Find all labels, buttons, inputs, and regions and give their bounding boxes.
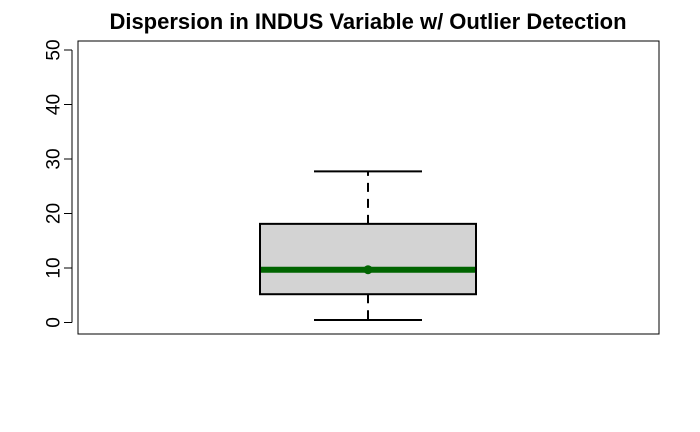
box-group	[259, 170, 477, 321]
y-tick-label: 50	[44, 39, 65, 60]
y-tick-label: 0	[44, 317, 65, 328]
y-tick-label: 40	[44, 94, 65, 115]
mean-point	[363, 265, 373, 275]
y-axis: 0 10 20 30 40 50	[44, 39, 73, 328]
chart-title: Dispersion in INDUS Variable w/ Outlier …	[109, 9, 626, 34]
iqr-box	[259, 222, 477, 296]
y-tick-label: 30	[44, 148, 65, 169]
plot-frame	[77, 40, 660, 335]
y-tick-label: 20	[44, 203, 65, 224]
y-tick-label: 10	[44, 257, 65, 278]
